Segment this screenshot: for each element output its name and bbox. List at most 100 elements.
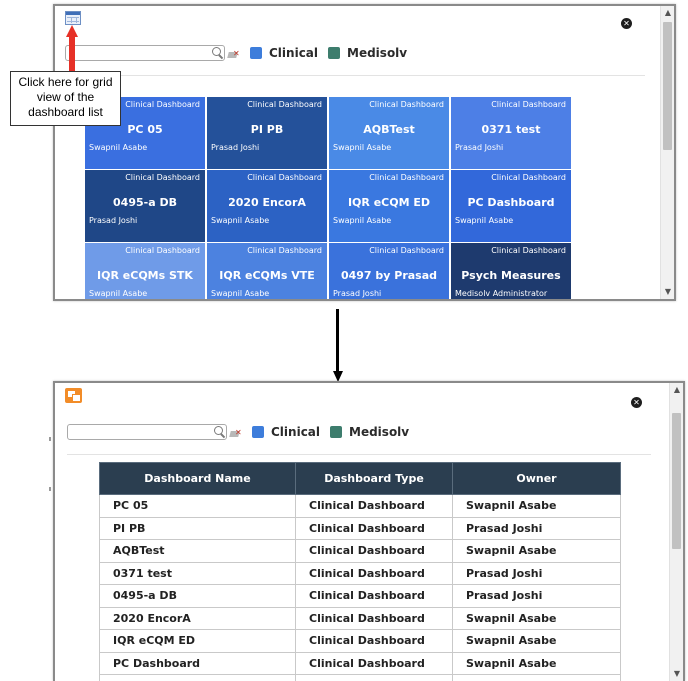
tile-type-label: Clinical Dashboard [369, 246, 444, 255]
tile-owner-label: Medisolv Administrator [455, 289, 548, 298]
table-cell-type: Clinical Dashboard [295, 651, 453, 675]
tile-owner-label: Prasad Joshi [333, 289, 382, 298]
tile-name-label: IQR eCQMs STK [97, 269, 193, 282]
edge-tick [49, 437, 51, 441]
grid-view-icon[interactable] [65, 11, 81, 25]
tile-name-label: 0371 test [481, 123, 541, 136]
tile-name-label: 0497 by Prasad [340, 269, 438, 282]
table-cell-owner: Prasad Joshi [452, 584, 621, 608]
red-pointer-arrow [66, 25, 78, 73]
list-view-panel: ✕ Clinical Medisolv Dashboard Name Dashb… [53, 381, 685, 681]
search-icon[interactable] [211, 46, 225, 60]
clear-filter-icon[interactable] [230, 428, 242, 439]
table-cell-owner: Swapnil Asabe [452, 629, 621, 653]
dashboard-tile[interactable]: Clinical Dashboard 0495-a DB Prasad Joshi [85, 170, 205, 242]
table-header-row: Dashboard Name Dashboard Type Owner [99, 462, 621, 495]
table-cell-name: AQBTest [99, 539, 296, 563]
column-header-name[interactable]: Dashboard Name [99, 462, 296, 495]
legend-label-clinical: Clinical [271, 425, 321, 439]
tile-type-label: Clinical Dashboard [247, 173, 322, 182]
table-cell-type: Clinical Dashboard [295, 606, 453, 630]
table-row[interactable] [99, 674, 621, 681]
table-cell-owner: Swapnil Asabe [452, 606, 621, 630]
table-cell-type: Clinical Dashboard [295, 539, 453, 563]
legend-swatch-medisolv [330, 426, 343, 438]
scroll-down-icon[interactable]: ▼ [673, 669, 681, 678]
legend-swatch-medisolv [328, 47, 341, 59]
scrollbar[interactable]: ▲ ▼ [669, 383, 683, 681]
grid-view-panel: ✕ Clinical Medisolv Clinical DashboardPC… [53, 4, 676, 301]
close-icon[interactable]: ✕ [631, 397, 642, 408]
search-input[interactable] [65, 45, 225, 61]
tile-name-label: IQR eCQMs VTE [219, 269, 315, 282]
scrollbar-thumb[interactable] [672, 413, 681, 549]
tile-owner-label: Swapnil Asabe [89, 289, 148, 298]
tile-owner-label: Swapnil Asabe [455, 216, 514, 225]
tile-type-label: Clinical Dashboard [369, 173, 444, 182]
scrollbar[interactable]: ▲ ▼ [660, 6, 674, 299]
table-cell-owner: Swapnil Asabe [452, 539, 621, 563]
tile-name-label: PI PB [250, 123, 284, 136]
tile-owner-label: Swapnil Asabe [89, 143, 148, 152]
tile-type-label: Clinical Dashboard [247, 100, 322, 109]
down-arrow [333, 309, 343, 383]
scroll-down-icon[interactable]: ▼ [664, 287, 672, 296]
tile-owner-label: Prasad Joshi [89, 216, 138, 225]
dashboard-tile[interactable]: Clinical Dashboard PI PB Prasad Joshi [207, 97, 327, 169]
tile-view-icon[interactable] [65, 388, 82, 403]
search-row: Clinical Medisolv [67, 424, 409, 440]
tile-name-label: PC Dashboard [467, 196, 555, 209]
scroll-up-icon[interactable]: ▲ [664, 8, 672, 17]
table-cell-name [99, 674, 296, 681]
table-cell-type: Clinical Dashboard [295, 516, 453, 540]
scrollbar-thumb[interactable] [663, 22, 672, 150]
search-icon[interactable] [213, 425, 227, 439]
tile-type-label: Clinical Dashboard [491, 246, 566, 255]
tile-name-label: AQBTest [363, 123, 415, 136]
tile-name-label: IQR eCQM ED [347, 196, 431, 209]
tile-type-label: Clinical Dashboard [491, 173, 566, 182]
search-input[interactable] [67, 424, 227, 440]
tile-type-label: Clinical Dashboard [247, 246, 322, 255]
table-cell-name: 0371 test [99, 561, 296, 585]
tile-name-label: 2020 EncorA [228, 196, 306, 209]
table-cell-name: PC 05 [99, 494, 296, 518]
dashboard-table: Dashboard Name Dashboard Type Owner PC 0… [99, 462, 621, 681]
table-cell-owner [452, 674, 621, 681]
scroll-up-icon[interactable]: ▲ [673, 385, 681, 394]
close-icon[interactable]: ✕ [621, 18, 632, 29]
table-cell-name: PI PB [99, 516, 296, 540]
column-header-owner[interactable]: Owner [452, 462, 621, 495]
legend-label-medisolv: Medisolv [349, 425, 410, 439]
table-cell-owner: Swapnil Asabe [452, 494, 621, 518]
column-header-type[interactable]: Dashboard Type [295, 462, 453, 495]
table-cell-owner: Swapnil Asabe [452, 651, 621, 675]
table-cell-owner: Prasad Joshi [452, 516, 621, 540]
tile-name-label: 0495-a DB [113, 196, 177, 209]
clear-filter-icon[interactable] [228, 49, 240, 60]
tile-owner-label: Swapnil Asabe [333, 143, 392, 152]
legend-label-clinical: Clinical [269, 46, 319, 60]
tile-type-label: Clinical Dashboard [125, 173, 200, 182]
table-cell-name: PC Dashboard [99, 651, 296, 675]
tile-owner-label: Prasad Joshi [211, 143, 260, 152]
legend-label-medisolv: Medisolv [347, 46, 408, 60]
tile-owner-label: Swapnil Asabe [211, 289, 270, 298]
